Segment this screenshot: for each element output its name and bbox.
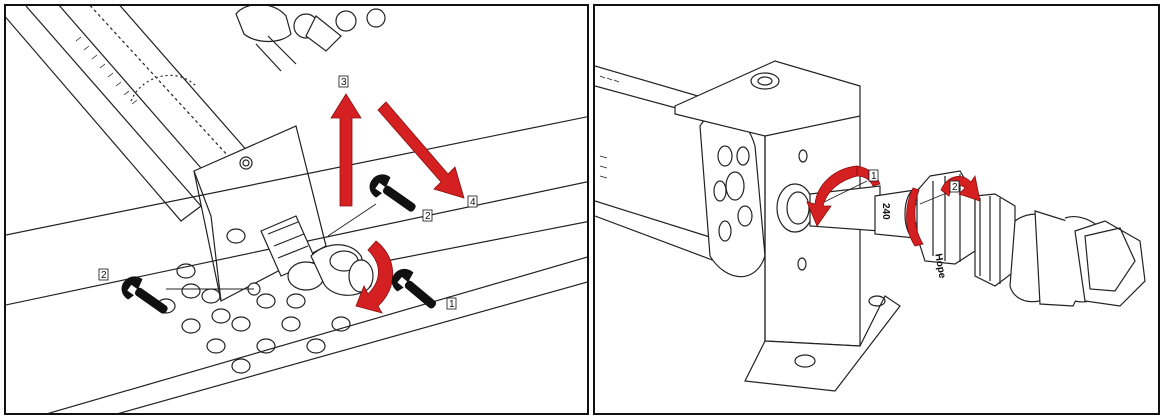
fitting-mark-240: 240 xyxy=(880,203,891,220)
callout-1: 1 xyxy=(446,297,457,310)
svg-text:1: 1 xyxy=(871,171,877,182)
wrench-icon-lower-right xyxy=(391,268,437,309)
right-diagram-panel: 240 Hope 1 2 xyxy=(593,4,1160,415)
arrow-diagonal-4-icon xyxy=(377,101,465,199)
callout-2-upper: 2 xyxy=(422,209,433,222)
callout-1-right: 1 xyxy=(868,169,879,182)
svg-text:2: 2 xyxy=(952,182,958,193)
fitting-mark-hope: Hope xyxy=(932,253,947,280)
callout-2-right: 2 xyxy=(949,180,960,193)
left-assembly-illustration: 3 4 2 2 1 xyxy=(6,6,587,413)
top-fitting xyxy=(235,6,292,43)
svg-text:4: 4 xyxy=(470,197,476,208)
wrench-icon-upper-right xyxy=(369,174,416,212)
cylinder-tube xyxy=(595,65,716,262)
left-diagram-panel: 3 4 2 2 1 xyxy=(4,4,589,415)
rotation-arrow-icon xyxy=(355,240,394,314)
arrow-up-3-icon xyxy=(330,93,362,207)
svg-text:240: 240 xyxy=(880,203,891,220)
end-flange xyxy=(699,111,766,278)
wrench-icon-left xyxy=(121,276,168,314)
svg-text:2: 2 xyxy=(101,270,107,281)
end-nut xyxy=(1074,220,1146,307)
svg-text:2: 2 xyxy=(425,211,431,222)
rotation-arrow-2-tail xyxy=(906,187,924,247)
svg-text:Hope: Hope xyxy=(932,253,947,280)
svg-text:1: 1 xyxy=(449,299,455,310)
rotation-arrow-1-icon xyxy=(806,165,858,227)
callout-4: 4 xyxy=(467,195,478,208)
callout-3: 3 xyxy=(338,75,349,88)
svg-text:3: 3 xyxy=(341,77,347,88)
right-assembly-illustration: 240 Hope 1 2 xyxy=(595,60,1146,392)
callout-2-left: 2 xyxy=(98,268,109,281)
